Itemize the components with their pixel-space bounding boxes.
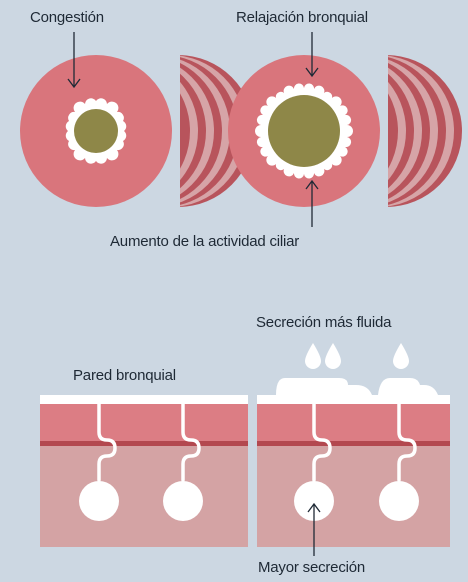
label-ciliary: Aumento de la actividad ciliar — [110, 233, 300, 250]
fluid-secretion — [378, 378, 438, 395]
bronchial-wall-tissue — [40, 395, 248, 547]
label-fluid-secretion: Secreción más fluida — [256, 314, 392, 331]
surface-layer — [257, 395, 450, 404]
fluid-secretion — [276, 378, 372, 395]
mucus-plug — [74, 109, 118, 153]
gland-duct — [312, 402, 332, 482]
label-bronchial-wall: Pared bronquial — [73, 367, 176, 384]
mucosa-layer — [40, 404, 248, 444]
submucosa-layer — [257, 446, 450, 547]
bronchus-rings-right — [388, 55, 462, 207]
gland — [294, 481, 334, 521]
top-arrows — [67, 32, 319, 227]
mucosa-layer — [257, 404, 450, 444]
label-more-secretion: Mayor secreción — [258, 559, 366, 576]
layer-divider — [40, 441, 248, 446]
gland-duct — [97, 402, 117, 482]
thin-mucus — [268, 95, 340, 167]
gland — [79, 481, 119, 521]
droplet — [393, 343, 409, 369]
submucosa-layer — [40, 446, 248, 547]
bronchus-rings-left — [180, 55, 254, 207]
label-congestion: Congestión — [30, 9, 104, 26]
gland — [163, 481, 203, 521]
layer-divider — [257, 441, 450, 446]
gland — [379, 481, 419, 521]
gland-duct — [397, 402, 417, 482]
congested-bronchus — [20, 55, 254, 207]
surface-layer — [40, 395, 248, 404]
relaxed-bronchus — [228, 55, 462, 207]
secretion-tissue — [257, 343, 450, 556]
label-relaxation: Relajación bronquial — [236, 9, 368, 26]
droplet — [305, 343, 321, 369]
droplet — [325, 343, 341, 369]
gland-duct — [181, 402, 201, 482]
